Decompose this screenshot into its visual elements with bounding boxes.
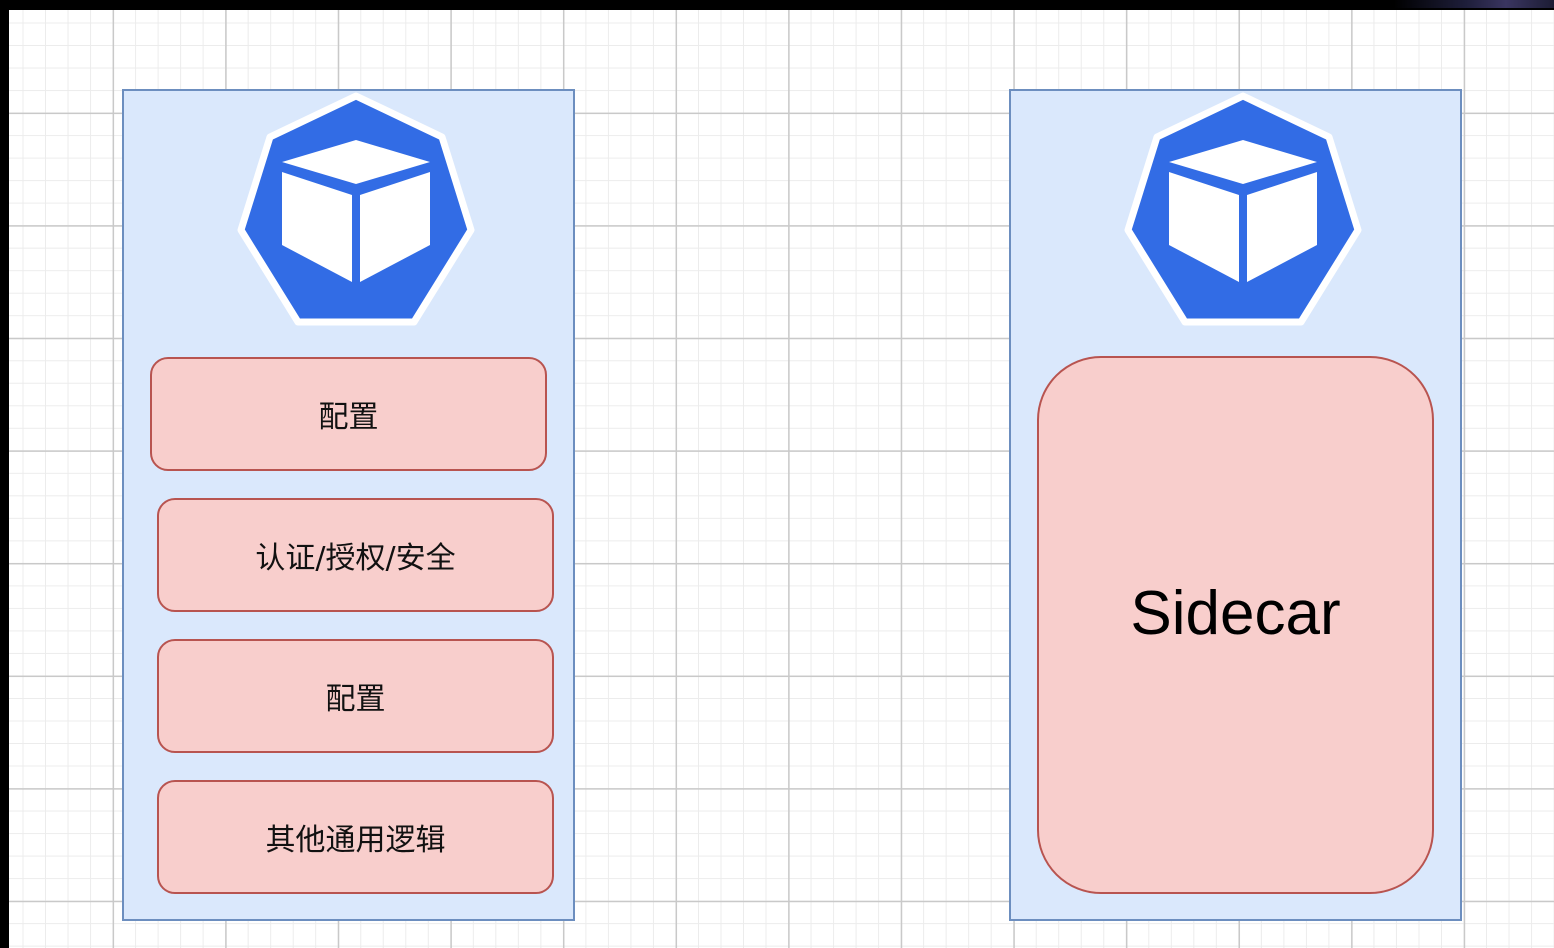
kubernetes-pod-icon: [1120, 92, 1366, 332]
sidecar-label: Sidecar: [1130, 578, 1341, 648]
sidecar-box[interactable]: Sidecar: [1037, 356, 1434, 894]
auth-security-box[interactable]: 认证/授权/安全: [157, 498, 554, 612]
common-logic-box[interactable]: 其他通用逻辑: [157, 780, 554, 894]
kubernetes-pod-icon-svg: [1124, 92, 1362, 326]
top-corner-strip: [1394, 0, 1554, 8]
common-logic-box-label: 其他通用逻辑: [265, 823, 446, 858]
config-box-second[interactable]: 配置: [157, 639, 554, 753]
config-box[interactable]: 配置: [150, 357, 547, 471]
config-box-label: 配置: [318, 400, 379, 435]
kubernetes-pod-icon-svg: [237, 92, 475, 326]
kubernetes-pod-icon: [233, 92, 479, 332]
auth-security-box-label: 认证/授权/安全: [255, 541, 456, 576]
config-box-second-label: 配置: [325, 682, 386, 717]
